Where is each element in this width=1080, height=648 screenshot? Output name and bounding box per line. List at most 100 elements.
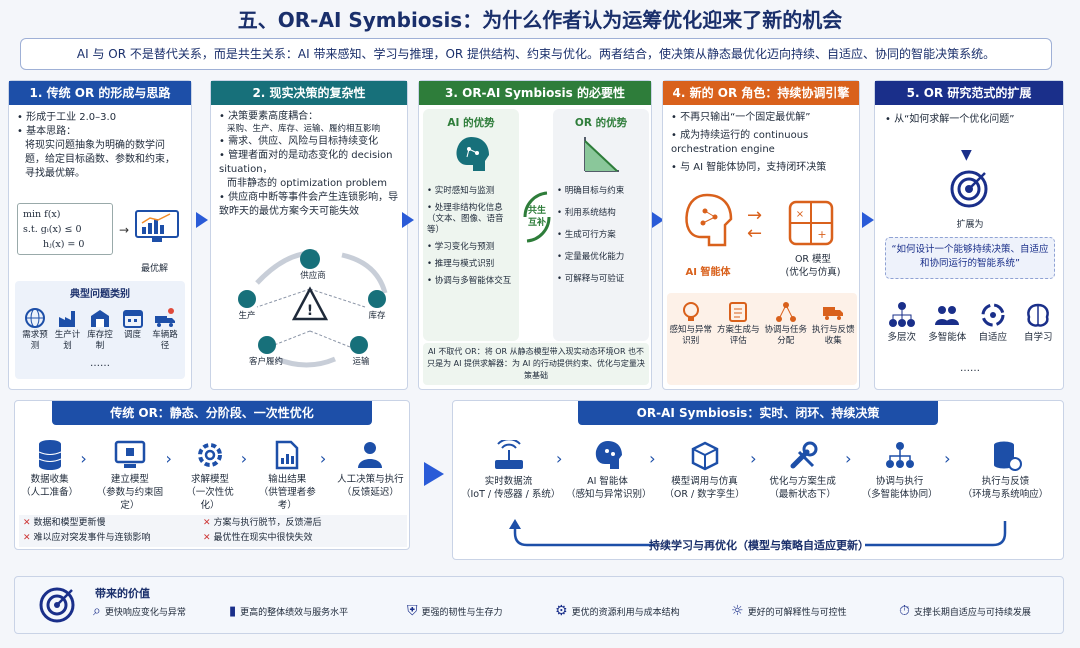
ai-item: • 协调与多智能体交互 xyxy=(427,276,512,286)
router-icon xyxy=(461,437,556,475)
bullet: • 需求、供应、风险与目标持续变化 xyxy=(219,136,379,147)
database-sync-icon xyxy=(954,437,1057,475)
ellipsis: …… xyxy=(90,358,110,369)
paradigm-item: 多智能体 xyxy=(927,299,967,344)
node-fulfillment: 客户履约 xyxy=(248,357,283,367)
trad-step: 输出结果（供管理者参考） xyxy=(255,437,320,512)
optimal-label: 最优解 xyxy=(141,264,169,274)
node-inventory: 库存 xyxy=(368,311,386,321)
sym-step: 协调与执行（多智能体协同） xyxy=(855,437,944,501)
shield-icon: ⛨ xyxy=(407,603,418,619)
bullet-text: 将现实问题抽象为明确的数学问题，给定目标函数、参数和约束，寻找最优解。 xyxy=(25,140,175,179)
or-advantage-box: OR 的优势 • 明确目标与约束 • 利用系统结构 • 生成可行方案 • 定量最… xyxy=(553,109,649,341)
arrow-icon: › xyxy=(556,449,563,468)
formula-box: min f(x) s.t. gᵢ(x) ≤ 0 hⱼ(x) = 0 xyxy=(17,203,113,255)
ai-head-icon xyxy=(423,130,519,180)
panel-complexity: 2. 现实决策的复杂性 • 决策要素高度耦合： 采购、生产、库存、运输、履约相互… xyxy=(210,80,408,390)
value-item: ⚙更优的资源利用与成本结构 xyxy=(555,603,680,619)
or-item: • 可解释与可验证 xyxy=(557,274,625,284)
tools-icon xyxy=(760,437,845,475)
formula-line: min f(x) xyxy=(23,209,61,220)
bullet: • 基本思路： xyxy=(17,126,77,137)
svg-text:+: + xyxy=(817,228,826,241)
supply-network-diagram: ! xyxy=(238,249,388,368)
sym-step: 模型调用与仿真（OR / 数字孪生） xyxy=(659,437,750,501)
warehouse-icon xyxy=(84,306,116,330)
paradigm-item: 自学习 xyxy=(1018,299,1058,344)
person-icon xyxy=(334,437,407,473)
lightbulb-icon xyxy=(669,299,713,325)
loop-label: 持续学习与再优化（模型与策略自适应更新） xyxy=(649,539,869,552)
panel-header: 5. OR 研究范式的扩展 xyxy=(875,81,1063,105)
or-item: • 利用系统结构 xyxy=(557,208,616,218)
arrow-icon: › xyxy=(649,449,656,468)
symbiosis-center: 共生 互补 xyxy=(527,206,546,228)
node-transport: 运输 xyxy=(352,357,370,367)
sym-step: 优化与方案生成（最新状态下） xyxy=(760,437,845,501)
hierarchy-icon xyxy=(882,299,922,331)
model-label: OR 模型 (优化与仿真) xyxy=(785,254,841,278)
or-item: • 明确目标与约束 xyxy=(557,186,625,196)
adaptive-cycle-icon xyxy=(973,299,1013,331)
panel-header: 3. OR-AI Symbiosis 的必要性 xyxy=(419,81,651,105)
svg-text:!: ! xyxy=(307,303,313,319)
panel-header: 4. 新的 OR 角色：持续协调引擎 xyxy=(663,81,859,105)
type-item: 库存控制 xyxy=(84,306,116,352)
agent-label: AI 智能体 xyxy=(685,267,731,278)
ai-head-icon xyxy=(566,437,649,475)
or-item: • 定量最优化能力 xyxy=(557,252,625,262)
symbiosis-flow-panel: OR-AI Symbiosis：实时、闭环、持续决策 实时数据流（IoT / 传… xyxy=(452,400,1064,560)
value-title: 带来的价值 xyxy=(95,587,150,600)
calendar-icon xyxy=(117,306,149,330)
exchange-arrows-icon: →← xyxy=(747,205,763,244)
model-screen-icon xyxy=(94,437,165,473)
arrow-icon: › xyxy=(750,449,757,468)
ai-title: AI 的优势 xyxy=(447,117,495,129)
bullet: • 形成于工业 2.0–3.0 xyxy=(17,112,117,123)
arrow-icon: › xyxy=(165,449,172,468)
paradigm-item: 自适应 xyxy=(973,299,1013,344)
target-icon xyxy=(947,167,991,211)
bullet: • 供应商中断等事件会产生连锁影响，导致昨天的最优方案今天可能失效 xyxy=(219,192,399,217)
factory-icon xyxy=(52,306,84,330)
multi-agent-icon xyxy=(927,299,967,331)
from-text: • 从“如何求解一个优化问题” xyxy=(885,114,1015,125)
expand-label: 扩展为 xyxy=(956,220,984,230)
symbiosis-note: AI 不取代 OR：将 OR 从静态模型带入现实动态环境OR 也不只是为 AI … xyxy=(423,343,649,385)
value-panel: 带来的价值 ⌕更快响应变化与异常 ▮更高的整体绩效与服务水平 ⛨更强的韧性与生存… xyxy=(14,576,1064,634)
network-icon xyxy=(764,299,808,325)
value-item: ⛨更强的韧性与生存力 xyxy=(407,603,503,619)
arrow-icon: › xyxy=(944,449,951,468)
function-item: 方案生成与评估 xyxy=(716,299,760,385)
trad-step: 求解模型（一次性优化） xyxy=(179,437,240,512)
bar-chart-icon: ▮ xyxy=(229,603,237,619)
arrow-icon: › xyxy=(319,449,327,468)
arrow-right-icon xyxy=(652,212,664,228)
target-icon xyxy=(37,585,77,625)
bullet: • 成为持续运行的 continuous orchestration engin… xyxy=(671,130,809,155)
bullet: • 不再只输出“一个固定最优解” xyxy=(671,112,811,123)
or-item: • 生成可行方案 xyxy=(557,230,616,240)
or-title: OR 的优势 xyxy=(574,117,628,129)
types-title: 典型问题类别 xyxy=(70,289,130,300)
cycle-arrows-icon xyxy=(523,191,551,243)
arrow-icon: › xyxy=(240,449,248,468)
trad-step: 人工决策与执行（反馈延迟） xyxy=(334,437,407,512)
gear-icon xyxy=(179,437,240,473)
resource-icon: ⚙ xyxy=(555,603,568,619)
ellipsis: …… xyxy=(960,363,980,374)
trad-steps: 数据收集（人工准备） › 建立模型（参数与约束固定） › 求解模型（一次性优化）… xyxy=(19,437,407,512)
paradigm-items: 多层次 多智能体 自适应 自学习 xyxy=(879,299,1061,344)
formula-line: hⱼ(x) = 0 xyxy=(43,239,85,250)
ai-item: • 推理与模式识别 xyxy=(427,259,495,269)
type-item: 需求预测 xyxy=(19,306,51,352)
panel-orchestration: 4. 新的 OR 角色：持续协调引擎 • 不再只输出“一个固定最优解” • 成为… xyxy=(662,80,860,390)
value-item: ⏱支撑长期自适应与可持续发展 xyxy=(899,603,1031,619)
trad-step: 建立模型（参数与约束固定） xyxy=(94,437,165,512)
panel-symbiosis-necessity: 3. OR-AI Symbiosis 的必要性 AI 的优势 • 实时感知与监测… xyxy=(418,80,652,390)
or-model-icon: ×+ xyxy=(785,197,837,249)
con-item: ✕最优性在现实中很快失效 xyxy=(203,533,313,543)
sym-step: 执行与反馈（环境与系统响应） xyxy=(954,437,1057,501)
panel-traditional-or: 1. 传统 OR 的形成与思路 • 形成于工业 2.0–3.0 • 基本思路： … xyxy=(8,80,192,390)
monitor-chart-icon xyxy=(134,209,180,243)
